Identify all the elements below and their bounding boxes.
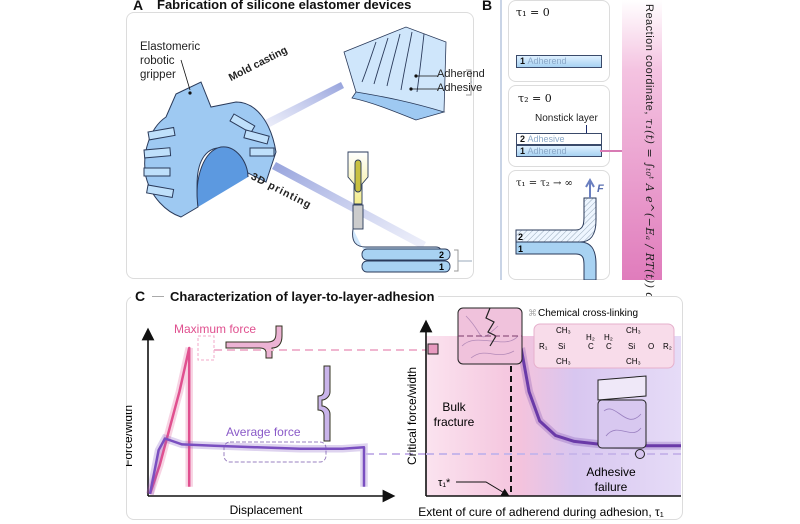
printing-beam	[272, 162, 426, 249]
left-xlabel: Displacement	[230, 503, 303, 517]
svg-text:Si: Si	[628, 342, 635, 351]
left-ylabel: Force/width	[126, 405, 135, 467]
gripper-label: Elastomeric robotic gripper	[140, 40, 200, 82]
adhesive-failure-label-2: failure	[595, 480, 628, 494]
adhesive-failure-label-1: Adhesive	[586, 465, 636, 479]
print-layer-1-num: 1	[439, 262, 444, 272]
printed-layers-icon	[361, 248, 451, 273]
reaction-coordinate-formula: Reaction coordinate, τ₁(t) = ∫ₜ₀ᵗ A e^(−…	[643, 4, 656, 334]
svg-text:R₂: R₂	[663, 342, 672, 351]
svg-text:CH₃: CH₃	[626, 326, 641, 335]
step2-adhesive-layer: 2 Adhesive	[516, 133, 602, 145]
layer-label: Adherend	[527, 56, 567, 66]
gripper-label-line: robotic	[140, 55, 175, 67]
layer-num: 1	[520, 146, 526, 156]
bulk-fracture-label-2: fracture	[434, 415, 475, 429]
svg-text:CH₃: CH₃	[626, 357, 641, 366]
svg-text:C: C	[606, 342, 612, 351]
tau-star-label: τ₁*	[438, 477, 451, 489]
max-force-series	[148, 346, 191, 495]
right-xlabel: Extent of cure of adherend during adhesi…	[418, 505, 664, 519]
mold-cast-part-icon	[343, 26, 447, 121]
svg-text:O: O	[648, 342, 654, 351]
step1-box	[508, 0, 610, 82]
avg-force-marker	[635, 449, 645, 459]
chem-structure: R₁ Si C C Si O R₂ CH₃ CH₃ CH₃ CH₃ H₂ H₂	[539, 326, 672, 366]
svg-text:R₁: R₁	[539, 342, 548, 351]
crosslink-title: Chemical cross-linking	[538, 308, 638, 319]
step3-condition: τ₁ = τ₂ → ∞	[516, 178, 573, 189]
step3-layer-1-num: 1	[518, 244, 523, 254]
panel-b-connector	[500, 0, 502, 280]
force-arrow-up-icon	[585, 177, 595, 198]
layer-label: Adherend	[527, 146, 567, 156]
step2-adherend-layer: 1 Adherend	[516, 145, 602, 157]
avg-force-label: Average force	[226, 425, 301, 439]
adhesive-failure-specimen-icon	[317, 365, 331, 442]
bulk-fracture-label-1: Bulk	[442, 400, 466, 414]
adherend-label: Adherend	[437, 68, 485, 80]
svg-text:CH₃: CH₃	[556, 357, 571, 366]
svg-text:H₂: H₂	[604, 333, 613, 342]
panel-a-title: Fabrication of silicone elastomer device…	[157, 0, 412, 12]
panel-c-header: C Characterization of layer-to-layer-adh…	[131, 288, 439, 306]
force-label: F	[597, 183, 604, 195]
step3-layer-2-num: 2	[518, 232, 523, 242]
svg-text:CH₃: CH₃	[556, 326, 571, 335]
formula-bar	[622, 0, 662, 280]
avg-force-series	[148, 437, 366, 495]
formula-prefix: Reaction coordinate,	[643, 4, 655, 119]
step1-adherend-layer: 1 Adherend	[516, 55, 602, 68]
adherend-to-formula-link	[600, 150, 622, 152]
svg-text:H₂: H₂	[586, 333, 595, 342]
panel-c-charts: Force/width Displacement Maximum force A…	[126, 307, 681, 519]
print-layer-2-num: 2	[439, 250, 444, 260]
crosslink-icon: ⌘	[528, 308, 537, 318]
nonstick-layer-label: Nonstick layer	[535, 113, 598, 124]
gripper-label-line: Elastomeric	[140, 41, 201, 53]
panel-c-letter: C	[135, 288, 146, 304]
gripper-label-line: gripper	[140, 69, 176, 81]
panel-c-title: Characterization of layer-to-layer-adhes…	[170, 289, 435, 304]
print-nozzle-icon	[347, 151, 443, 260]
max-force-label: Maximum force	[174, 322, 256, 336]
right-ylabel: Critical force/width	[405, 367, 419, 465]
tau-star-arrow	[456, 481, 510, 497]
gripper-icon	[143, 81, 277, 218]
panel-a-illustration: 2 1	[143, 26, 472, 273]
layer-num: 1	[520, 56, 526, 66]
layer-label: Adhesive	[527, 134, 565, 144]
mold-casting-beam	[261, 82, 344, 129]
panel-a-letter: A	[133, 0, 144, 13]
step2-condition: τ₂ = 0	[518, 92, 552, 105]
layer-num: 2	[520, 134, 526, 144]
svg-text:Si: Si	[558, 342, 565, 351]
adhesive-failure-network-icon	[597, 375, 647, 449]
svg-text:C: C	[588, 342, 594, 351]
max-force-marker	[427, 343, 439, 355]
bulk-fracture-network-icon	[457, 307, 523, 365]
max-force-box	[197, 335, 215, 361]
crosslink-box	[533, 323, 675, 369]
panel-b-letter: B	[482, 0, 493, 13]
adhesive-label: Adhesive	[437, 82, 483, 94]
step1-condition: τ₁ = 0	[516, 6, 550, 19]
avg-force-box	[223, 441, 327, 463]
peel-specimen-icon: 2 1 F	[515, 177, 604, 280]
